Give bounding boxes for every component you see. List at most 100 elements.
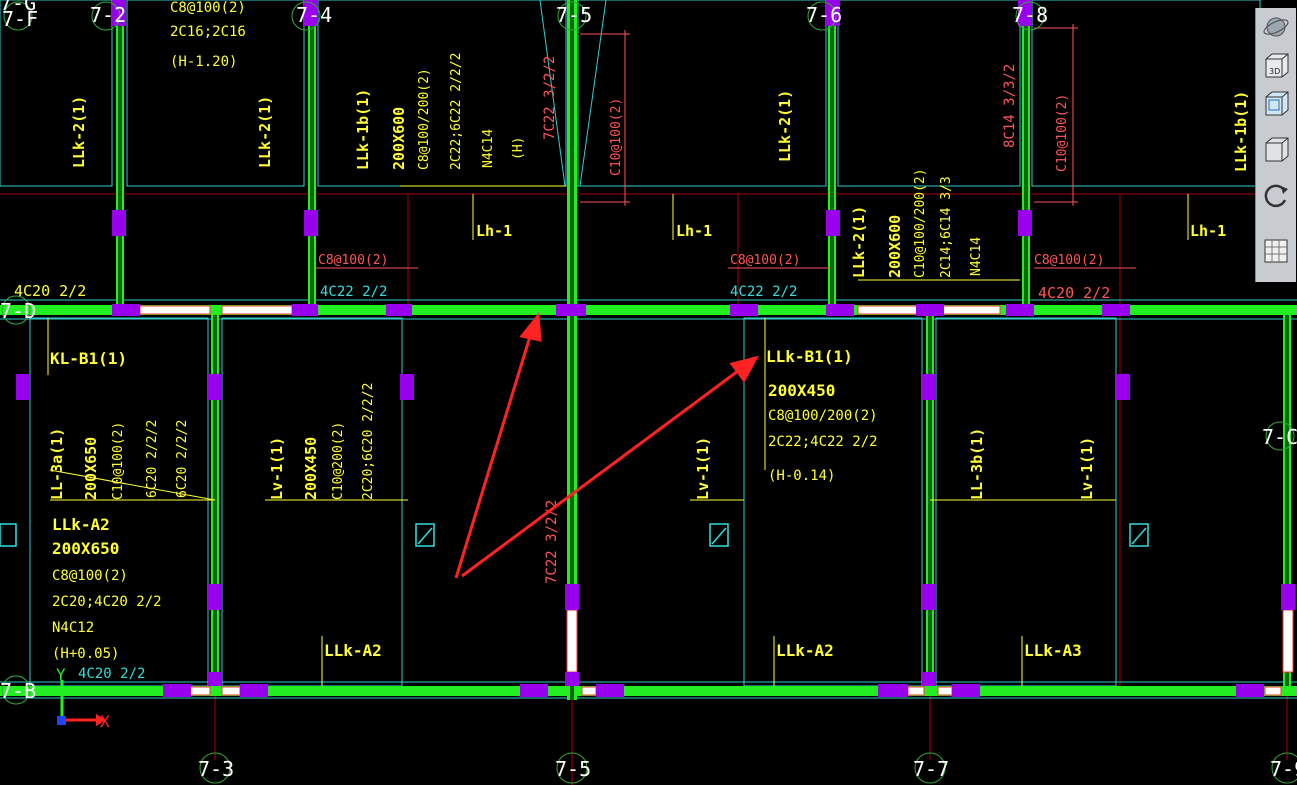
grid-label: 7-3: [198, 757, 234, 781]
ucs-y-label: Y: [56, 665, 66, 684]
beam-n: N4C14: [969, 237, 984, 276]
view-3d-label: 3D: [1269, 67, 1280, 76]
ucs-x-label: X: [100, 712, 110, 731]
beam-stirrup: C8@100/200(2): [417, 68, 432, 170]
beam-label: Lh-1: [1190, 222, 1226, 240]
grid-label: 7-8: [1012, 3, 1048, 27]
ucs-icon: Y X: [56, 665, 110, 731]
beam-stirrup: C10@200(2): [331, 422, 346, 500]
beam-size: 200X600: [390, 107, 408, 170]
beam-label: Lh-1: [476, 222, 512, 240]
annotation-text: (H-1.20): [170, 54, 237, 70]
cyan-rebar-label: 4C22 2/2: [730, 284, 797, 300]
beam-label: LL-3a(1): [48, 428, 66, 500]
beam-size: 200X650: [82, 437, 100, 500]
cyan-rebar-label: 4C20 2/2: [78, 666, 145, 682]
beam-label: Lh-1: [676, 222, 712, 240]
beam-label: LLk-A2: [324, 641, 382, 660]
box-icon[interactable]: [1260, 134, 1292, 164]
grid-label: 7-D: [0, 299, 36, 323]
beam-label: LLk-2(1): [850, 206, 868, 278]
grid-label: 7-5: [555, 757, 591, 781]
annotation-text: 2C16;2C16: [170, 24, 246, 40]
beam-label: Lv-1(1): [694, 437, 712, 500]
beam-label: LLk-A2: [776, 641, 834, 660]
grid-label: 7-6: [806, 3, 842, 27]
beam-stirrup: C10@100(2): [111, 422, 126, 500]
beam-label: Lv-1(1): [268, 437, 286, 500]
beam-n: N4C14: [481, 129, 496, 168]
grid-label: 7-F: [2, 7, 38, 31]
beam-label: LL-3b(1): [968, 428, 986, 500]
red-stirrup-label: C8@100(2): [1034, 253, 1104, 268]
beam-h: (H): [511, 137, 526, 160]
beam-stirrup: C10@100/200(2): [913, 168, 928, 278]
grid-label: 7-9: [1270, 757, 1297, 781]
cyan-symbols: [0, 523, 1149, 547]
beams: [0, 0, 1297, 700]
view-cube-icon[interactable]: [1260, 88, 1292, 118]
dimension-lines: [316, 24, 1136, 269]
beam-label: LLk-A3: [1024, 641, 1082, 660]
beam-h: (H+0.05): [52, 646, 119, 662]
leader-lines: [47, 185, 1189, 686]
view-3d-icon[interactable]: 3D: [1260, 50, 1292, 80]
grid-label: 7-B: [0, 679, 36, 703]
beam-main: 2C20;4C20 2/2: [52, 594, 162, 610]
grid-label: 7-2: [90, 3, 126, 27]
wall-outlines: [0, 0, 1297, 699]
beam-label: LLk-2(1): [256, 96, 274, 168]
beam-size: 200X450: [768, 381, 835, 400]
beam-size: 200X650: [52, 539, 119, 558]
grid-label-top: 7-G 7-F 7-2 7-4 7-5 7-6 7-8: [0, 0, 1048, 31]
beam-label: LLk-1b(1): [1232, 91, 1250, 172]
beam-label: KL-B1(1): [50, 349, 127, 368]
beam-main: 2C22;6C22 2/2/2: [449, 53, 464, 170]
orbit-icon[interactable]: [1260, 12, 1292, 42]
grid-label: 7-C: [1262, 425, 1297, 449]
grid-view-icon[interactable]: [1260, 236, 1292, 266]
grid-label: 7-G: [0, 0, 36, 15]
beam-label: LLk-1b(1): [354, 89, 372, 170]
grid-label: 7-5: [556, 3, 592, 27]
beam-size: 200X450: [302, 437, 320, 500]
red-arrows: [454, 312, 759, 579]
rebar-label: 4C20 2/2: [1038, 284, 1110, 302]
grid-label-bottom: 7-3 7-5 7-7 7-9: [198, 752, 1297, 784]
cyan-rebar-label: 4C22 2/2: [320, 284, 387, 300]
beam-h: (H-0.14): [768, 468, 835, 484]
rebar-label: 4C20 2/2: [14, 282, 86, 300]
beam-main: 2C22;4C22 2/2: [768, 434, 878, 450]
beam-label: LLk-2(1): [776, 90, 794, 162]
red-stirrup-label: C10@100(2): [609, 98, 624, 176]
red-stirrup-label: C8@100(2): [318, 253, 388, 268]
red-stirrup-label: C8@100(2): [730, 253, 800, 268]
beam-n: N4C12: [52, 620, 94, 636]
rotate-icon[interactable]: [1260, 180, 1292, 210]
red-rebar-label: 7C22 3/2/2: [544, 500, 560, 584]
grid-label-side: 7-D 7-B 7-C: [0, 295, 1297, 705]
red-rebar-label: 8C14 3/3/2: [1002, 64, 1018, 148]
beam-label: LLk-A2: [52, 515, 110, 534]
navigation-bar: 3D: [1255, 8, 1296, 282]
beam-label: LLk-B1(1): [766, 347, 853, 366]
grid-label: 7-7: [913, 757, 949, 781]
red-stirrup-label: C10@100(2): [1055, 94, 1070, 172]
columns: [16, 0, 1295, 697]
red-rebar-label: 7C22 3/2/2: [542, 56, 558, 140]
grid-label: 7-4: [296, 3, 332, 27]
beam-label: Lv-1(1): [1078, 437, 1096, 500]
beam-label: LLk-2(1): [70, 96, 88, 168]
annotations-top: C8@100(2) 2C16;2C16 (H-1.20) LLk-2(1) LL…: [14, 0, 1250, 302]
beam-stirrup: C8@100/200(2): [768, 408, 878, 424]
beam-main: 2C20;6C20 2/2/2: [361, 383, 376, 500]
beam-main: 6C20 2/2/2: [145, 420, 160, 498]
beam-stirrup: C8@100(2): [52, 568, 128, 584]
beam-size: 200X600: [886, 215, 904, 278]
beam-main: 6C20 2/2/2: [175, 420, 190, 498]
wall-cores: [118, 0, 1289, 700]
annotation-text: C8@100(2): [170, 0, 246, 16]
beam-main: 2C14;6C14 3/3: [939, 176, 954, 278]
